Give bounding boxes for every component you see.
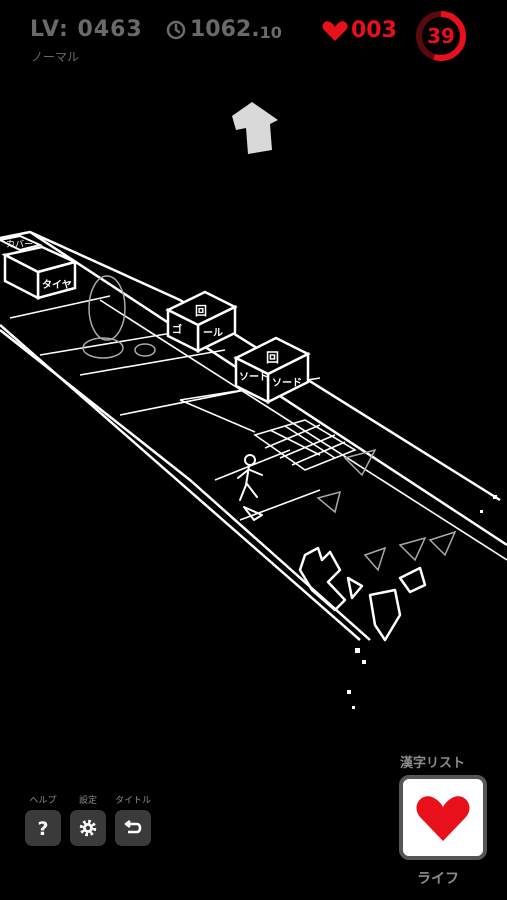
player-character [237, 454, 263, 521]
clock-icon [166, 20, 186, 39]
block-label: ソード [272, 377, 302, 389]
ghost-oval [134, 343, 156, 357]
kanji-list-button[interactable] [399, 775, 487, 860]
title-group: タイトル [115, 793, 151, 846]
lives-display: 003 [322, 18, 397, 43]
block-label: ゴ [172, 323, 182, 336]
scattered-debris [347, 495, 497, 709]
block-label: カバー [6, 239, 33, 250]
heart-icon [416, 795, 470, 841]
title-button[interactable] [115, 810, 151, 846]
cross-line [79, 349, 226, 376]
jagged-debris [398, 566, 427, 594]
question-icon: ? [37, 818, 48, 839]
help-caption: ヘルプ [29, 796, 57, 806]
lives-count: 003 [351, 18, 397, 43]
ghost-oval [82, 337, 124, 359]
countdown-ring: 39 [413, 8, 469, 64]
settings-group: 設定 [70, 793, 106, 846]
ghost-oval [88, 275, 126, 341]
jagged-debris [346, 576, 364, 600]
countdown-value: 39 [427, 24, 455, 48]
track-grid [253, 419, 357, 471]
block-label: ール [203, 328, 223, 339]
life-label: ライフ [417, 871, 459, 887]
block-label: ソード [239, 371, 269, 383]
timer-fraction: 10 [259, 23, 282, 42]
svg-text:?: ? [37, 818, 48, 839]
track-right-edge [29, 230, 501, 502]
gray-triangle [343, 448, 377, 477]
cross-line [239, 489, 321, 521]
kanji-block: 回 ソード ソード [233, 336, 311, 405]
level-display: LV: 0463 [30, 17, 143, 42]
cross-line [179, 399, 256, 433]
kanji-block: タイヤ [1, 245, 79, 301]
gear-icon [79, 819, 97, 837]
block-label: タイヤ [42, 279, 72, 291]
heart-icon [322, 20, 348, 41]
jagged-debris [368, 588, 402, 642]
gray-triangle [398, 536, 427, 562]
timer-display: 1062. 10 [166, 17, 282, 42]
timer-main: 1062. [190, 17, 260, 42]
kanji-block: カバー [0, 234, 44, 252]
cross-line [39, 329, 191, 356]
direction-arrow-icon [232, 102, 278, 154]
help-button[interactable]: ? [25, 810, 61, 846]
jagged-debris [298, 546, 347, 612]
settings-caption: 設定 [78, 796, 97, 806]
gray-triangle [428, 530, 457, 557]
track-side-rail [99, 299, 507, 561]
block-label: 回 [266, 351, 279, 366]
block-label: 回 [195, 304, 207, 318]
help-group: ヘルプ ? [25, 793, 61, 846]
kanji-list-label: 漢字リスト [400, 756, 466, 771]
title-caption: タイトル [115, 796, 152, 806]
gray-triangle [363, 546, 387, 572]
return-arrow-icon [124, 819, 142, 834]
cross-line [9, 295, 111, 319]
kanji-block: 回 ゴ ール [165, 290, 238, 354]
settings-button[interactable] [70, 810, 106, 846]
difficulty-mode: ノーマル [31, 50, 80, 64]
gray-triangle [316, 490, 342, 514]
